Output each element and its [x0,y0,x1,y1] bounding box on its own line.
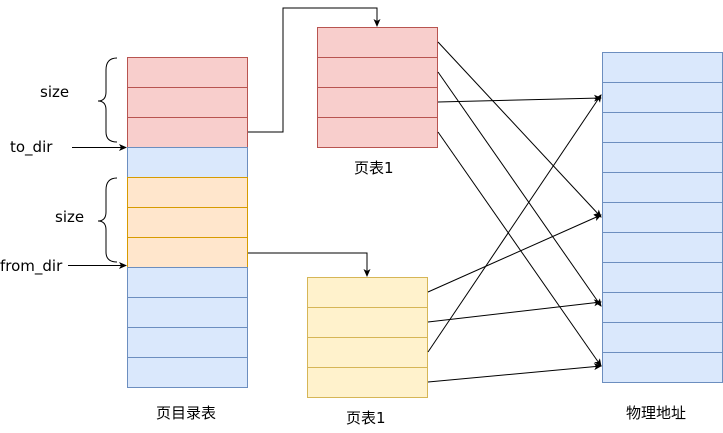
mapping-arrow [427,363,602,383]
phys-cell [602,262,723,293]
phys-cell [602,52,723,83]
phys-cell [602,292,723,323]
size-brace-bottom [97,177,118,263]
page-table-bottom [307,277,428,398]
mapping-arrow [427,214,602,293]
page-directory-table [127,57,248,388]
dir-cell [127,267,248,298]
dir-cell [127,87,248,118]
dir-cell [127,57,248,88]
physical-memory [602,52,723,383]
dir-cell [127,177,248,208]
page-table-top [317,27,438,148]
phys-cell [602,112,723,143]
dir-cell [127,117,248,148]
pt-bottom-cell [307,367,428,398]
mapping-arrow [427,94,602,353]
pt-bottom-cell [307,337,428,368]
mapping-arrow [437,131,602,367]
dir-to-pt-bottom-connector [248,252,371,277]
dir-to-pt-top-connector [248,7,381,133]
dir-cell [127,147,248,178]
from-dir-label: from_dir [0,257,63,276]
mapping-arrow [437,71,602,307]
page-table-bottom-label: 页表1 [346,409,386,427]
phys-cell [602,322,723,353]
phys-cell [602,352,723,383]
pt-bottom-cell [307,307,428,338]
dir-cell [127,327,248,358]
mapping-arrow [437,94,602,103]
pt-top-cell [317,27,438,58]
phys-cell [602,142,723,173]
dir-cell [127,357,248,388]
pt-top-cell [317,87,438,118]
size-label-top: size [40,83,69,101]
page-directory-label: 页目录表 [156,404,216,422]
size-label-bottom: size [55,208,84,226]
pt-top-cell [317,57,438,88]
phys-cell [602,202,723,233]
phys-cell [602,232,723,263]
pt-top-cell [317,117,438,148]
physical-address-label: 物理地址 [626,404,686,422]
phys-cell [602,82,723,113]
phys-cell [602,172,723,203]
dir-cell [127,237,248,268]
pt-bottom-cell [307,277,428,308]
page-table-top-label: 页表1 [354,159,394,177]
size-brace-top [97,57,118,143]
mapping-arrow [437,41,602,218]
mapping-arrow [427,299,602,323]
dir-cell [127,207,248,238]
dir-cell [127,297,248,328]
to-dir-label: to_dir [10,138,53,157]
